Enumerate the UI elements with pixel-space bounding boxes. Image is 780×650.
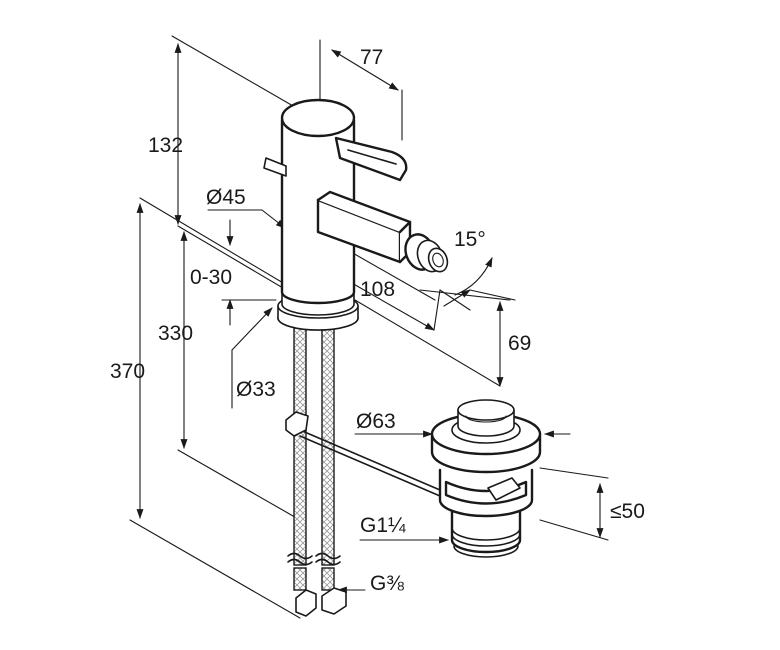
mixer-body	[263, 98, 449, 331]
label-0-30: 0-30	[190, 266, 232, 289]
label-g-1-1-4: G1¼	[360, 514, 406, 537]
label-diameter-45: Ø45	[206, 186, 246, 209]
dimension-labels: 77 132 Ø45 0-30 330 370 108 15° 69 Ø33 Ø…	[110, 46, 645, 595]
pop-up-rod	[285, 411, 441, 497]
label-max-50: ≤50	[610, 500, 645, 523]
label-132: 132	[148, 134, 183, 157]
label-69: 69	[508, 332, 531, 355]
label-diameter-63: Ø63	[356, 410, 396, 433]
supply-hoses	[287, 324, 341, 591]
pop-up-waste	[430, 399, 542, 558]
label-g-3-8: G⅜	[370, 572, 404, 595]
hose-end-fittings	[295, 587, 347, 617]
label-370: 370	[110, 360, 145, 383]
label-330: 330	[158, 322, 193, 345]
label-108: 108	[360, 278, 395, 301]
label-15-degrees: 15°	[454, 228, 486, 251]
label-diameter-33: Ø33	[236, 378, 276, 401]
label-77: 77	[360, 46, 383, 69]
